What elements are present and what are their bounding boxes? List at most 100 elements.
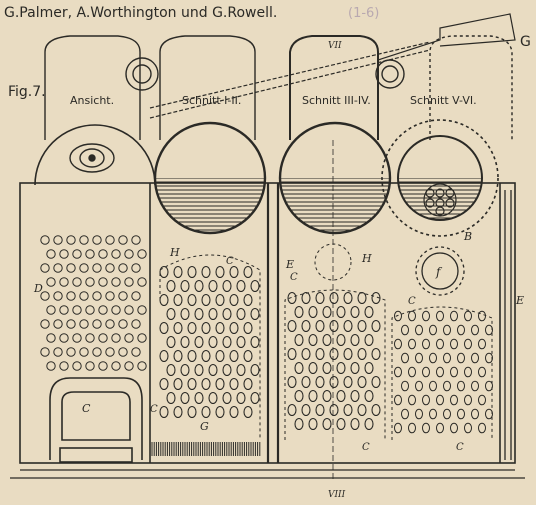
tube-end [124, 333, 134, 343]
tube-end [66, 235, 76, 245]
letter-c7: C [456, 442, 464, 453]
tube-end [85, 305, 95, 315]
tube-section [308, 417, 318, 431]
tube-section [166, 335, 176, 349]
steam-pipe [149, 13, 516, 119]
tube-section [201, 377, 211, 391]
tube-section [180, 335, 190, 349]
tube-section [443, 408, 451, 420]
tube-end [118, 291, 128, 301]
tube-section [394, 338, 402, 350]
tube-section [294, 333, 304, 347]
tube-end [118, 235, 128, 245]
tube-end [111, 305, 121, 315]
tube-section [159, 405, 169, 419]
tube-section [187, 293, 197, 307]
letter-f: f [435, 265, 443, 279]
tube-end [46, 249, 56, 259]
tube-section [329, 347, 339, 361]
tube-end [85, 361, 95, 371]
tube-section [243, 265, 253, 279]
tube-end [105, 263, 115, 273]
tube-end [79, 319, 89, 329]
tube-end [92, 235, 102, 245]
tube-section [222, 279, 232, 293]
tube-section [159, 349, 169, 363]
tube-section [415, 324, 423, 336]
tube-section [236, 307, 246, 321]
tube-end [46, 305, 56, 315]
tube-section [243, 377, 253, 391]
auxiliary-drums [125, 57, 405, 91]
letter-g: G [200, 420, 209, 433]
tube-section [443, 380, 451, 392]
section-mark-top: VII [328, 41, 342, 51]
letter-c3: C [150, 404, 158, 415]
tube-section [287, 375, 297, 389]
tube-section [236, 391, 246, 405]
tube-end [40, 319, 50, 329]
tube-section [166, 307, 176, 321]
view-label-ansicht: Ansicht. [70, 94, 114, 107]
tube-section [357, 319, 367, 333]
tube-section [215, 349, 225, 363]
tube-end [85, 249, 95, 259]
tube-section [194, 391, 204, 405]
tube-section [401, 408, 409, 420]
tube-section [301, 319, 311, 333]
tube-section [187, 377, 197, 391]
tube-section [250, 391, 260, 405]
tube-section [308, 389, 318, 403]
tube-section [229, 293, 239, 307]
tube-section [187, 349, 197, 363]
tube-section [329, 403, 339, 417]
tube-end [98, 249, 108, 259]
tube-section [180, 279, 190, 293]
tube-section [308, 361, 318, 375]
tube-end [53, 291, 63, 301]
tube-section [371, 291, 381, 305]
tube-end [131, 319, 141, 329]
tube-end [66, 263, 76, 273]
tube-end [53, 319, 63, 329]
tube-end [72, 249, 82, 259]
tube-section [173, 265, 183, 279]
feed-drum [415, 246, 465, 296]
tube-section [287, 347, 297, 361]
tube-end [46, 277, 56, 287]
tube-end [53, 263, 63, 273]
tube-section [436, 394, 444, 406]
tube-end [53, 347, 63, 357]
tube-section [229, 405, 239, 419]
tube-section [429, 380, 437, 392]
tube-section [243, 405, 253, 419]
tube-end [92, 263, 102, 273]
tube-end [40, 291, 50, 301]
steam-domes [44, 35, 513, 140]
tube-section [166, 363, 176, 377]
tube-end [131, 291, 141, 301]
tube-end [124, 305, 134, 315]
tube-end [111, 361, 121, 371]
tube-section [322, 389, 332, 403]
tube-section [187, 265, 197, 279]
tube-section [215, 293, 225, 307]
drum-tube-cluster [423, 183, 457, 217]
tube-section [408, 422, 416, 434]
tube-section [429, 352, 437, 364]
letter-d: D [33, 282, 43, 295]
tube-end [59, 249, 69, 259]
tube-section [464, 422, 472, 434]
tube-section [350, 333, 360, 347]
tube-section [243, 321, 253, 335]
downcomer [504, 190, 512, 460]
tube-section [478, 394, 486, 406]
tube-section [343, 319, 353, 333]
tube-end [118, 347, 128, 357]
tube-section [229, 321, 239, 335]
tube-end [137, 277, 147, 287]
tube-section [350, 305, 360, 319]
letter-c1: C [226, 256, 234, 267]
tube-section [457, 352, 465, 364]
